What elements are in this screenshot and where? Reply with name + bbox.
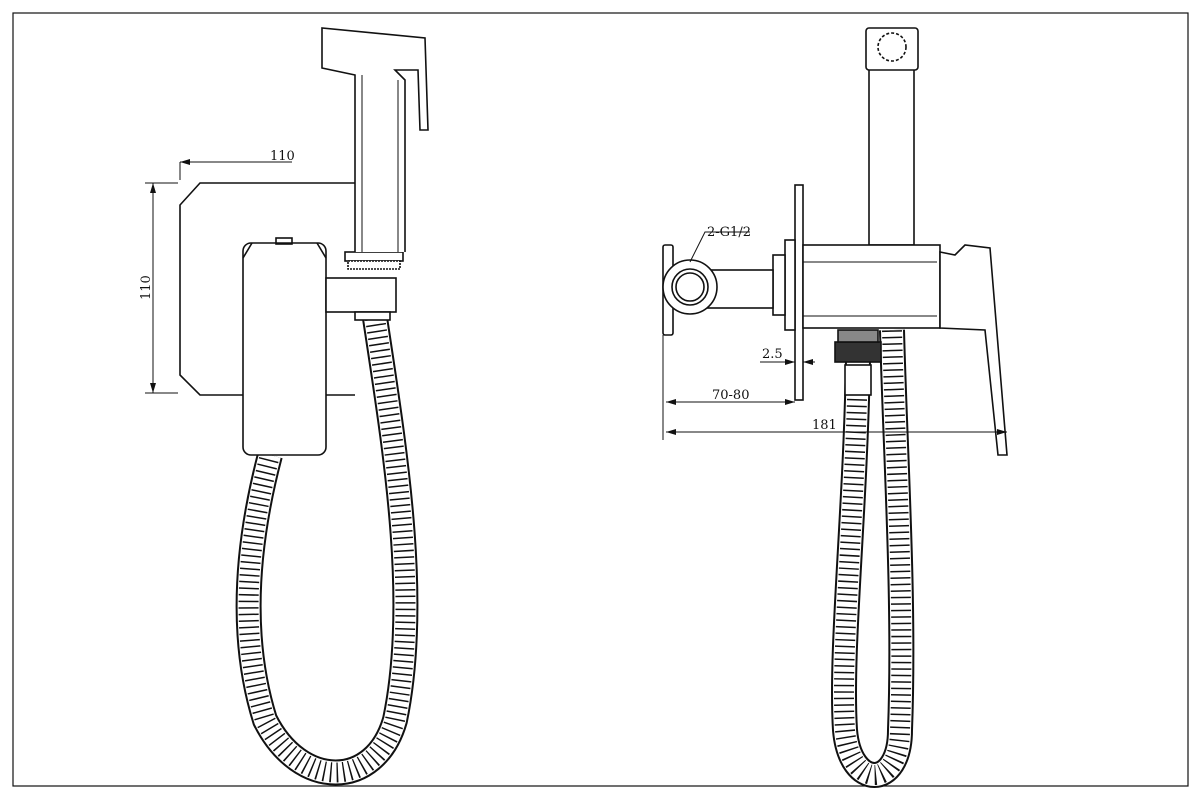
knurled-nut <box>834 341 882 363</box>
width-dimension-label: 110 <box>270 149 295 164</box>
lever-handle <box>939 244 1008 456</box>
handle-cap <box>275 237 293 245</box>
sprayer-stem <box>868 59 915 246</box>
wall-plate-side <box>794 184 804 401</box>
sprayer-head <box>865 27 919 71</box>
wall-plate <box>179 182 355 396</box>
drawing-border <box>12 12 1189 787</box>
wall-depth-label: 70-80 <box>712 388 749 403</box>
thread-size-label: 2-G1/2 <box>707 225 751 240</box>
side-view <box>662 27 1008 788</box>
hose-right <box>830 329 915 788</box>
height-dimension-label: 110 <box>139 275 154 300</box>
hose-thread <box>837 329 879 343</box>
sprayer-inner <box>361 75 399 252</box>
plate-thickness-label: 2.5 <box>762 347 783 362</box>
hose-left <box>235 316 419 786</box>
holder-knurl <box>347 260 401 270</box>
overall-depth-label: 181 <box>812 418 837 433</box>
hand-sprayer <box>321 27 429 252</box>
hose-nut <box>354 311 391 321</box>
mixer-body <box>242 242 327 456</box>
spray-nozzle-icon <box>877 32 907 62</box>
mixer-body-side <box>802 244 941 329</box>
body-chamfer <box>242 242 327 259</box>
hose-connector <box>325 277 397 313</box>
inlet-fitting <box>662 259 718 315</box>
holder-collar <box>344 251 404 262</box>
front-view <box>145 27 429 786</box>
thread-leader <box>689 231 750 263</box>
